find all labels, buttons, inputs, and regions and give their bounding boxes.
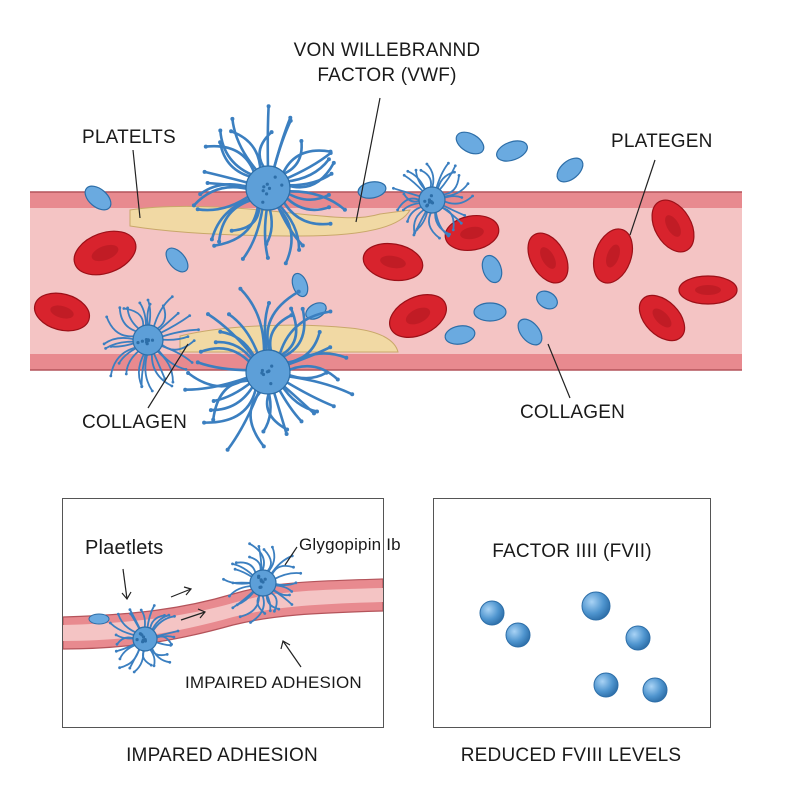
glycoprotein-label: Glygopipin Ib	[299, 535, 401, 554]
vwf-label-line2: FACTOR (VWF)	[317, 65, 457, 86]
impaired-adhesion-illustration	[63, 542, 383, 674]
mini-arrows	[121, 546, 302, 668]
activated-platelet	[102, 295, 200, 393]
plategen-label: PLATEGEN	[611, 131, 713, 152]
impaired-adhesion-panel: Plaetlets Glygopipin Ib IMPAIRED ADHESIO…	[62, 498, 401, 728]
collagen-label-right: COLLAGEN	[520, 402, 626, 423]
activated-platelet	[191, 104, 347, 266]
activated-platelets	[102, 104, 474, 452]
red-blood-cells	[33, 199, 738, 342]
factor-viii-title: FACTOR IIII (FVII)	[492, 541, 652, 562]
platelts-label: PLATELTS	[82, 127, 176, 148]
leader-lines	[132, 97, 656, 409]
impaired-adhesion-label: IMPAIRED ADHESION	[185, 673, 362, 692]
vwf-label-line1: VON WILLEBRANND	[293, 40, 481, 61]
activated-platelet	[108, 604, 180, 674]
impared-adhesion-caption: IMPARED ADHESION	[126, 745, 318, 766]
factor-viii-panel: FACTOR IIII (FVII)	[433, 498, 711, 728]
reduced-fviii-caption: REDUCED FVIII LEVELS	[460, 745, 682, 766]
activated-platelet	[183, 286, 355, 452]
factor-molecules	[479, 591, 668, 703]
collagen-deposit-top	[129, 206, 411, 237]
activated-platelet	[222, 542, 303, 624]
mini-activated-platelets	[108, 542, 303, 674]
discoid-platelets	[84, 131, 584, 346]
plaetlets-label: Plaetlets	[85, 537, 164, 559]
activated-platelet	[392, 161, 474, 240]
vwf-label: VON WILLEBRANND FACTOR (VWF)	[262, 38, 512, 88]
collagen-label-left: COLLAGEN	[82, 412, 188, 433]
